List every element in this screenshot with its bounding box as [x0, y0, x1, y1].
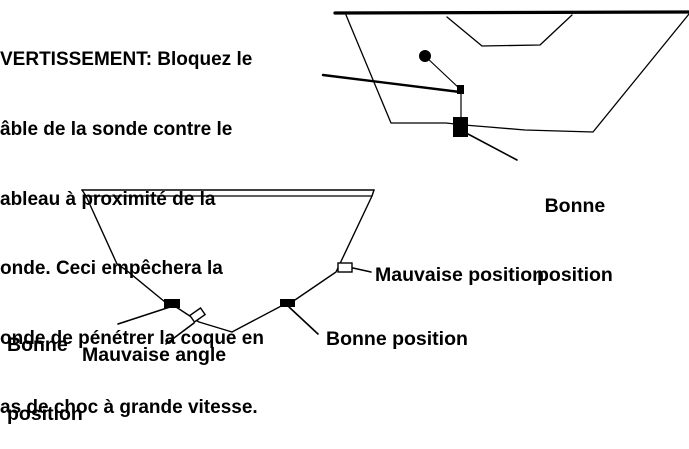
warning-line: ableau à proximité de la [0, 188, 216, 210]
transducer-cable [321, 73, 462, 94]
transducer-bad-position [337, 262, 353, 273]
right-good-position-label: Bonne position [326, 328, 468, 350]
transom-top-edge [333, 10, 689, 15]
transom-notch [446, 14, 573, 47]
cable-connector [457, 85, 464, 94]
label-line: position [7, 403, 83, 425]
cable-clamp-dot [419, 50, 431, 62]
hull-left-side [81, 189, 166, 303]
left-good-leader [117, 306, 171, 325]
warning-line: VERTISSEMENT: Bloquez le [0, 49, 253, 71]
bad-angle-leader [165, 322, 195, 345]
transducer-bad-angle [188, 307, 207, 323]
hull-diagrams [81, 10, 689, 345]
transducer-good-position [453, 117, 468, 137]
bad-position-leader [352, 267, 372, 273]
label-line: Bonne [544, 195, 606, 217]
hull-figure [81, 189, 375, 345]
bad-position-label: Mauvaise position [375, 264, 545, 286]
label-line: position [537, 264, 613, 286]
warning-line: onde de pénétrer la coque en [0, 327, 264, 349]
left-good-position-label: Bonne position [7, 288, 83, 449]
right-good-leader [288, 306, 319, 335]
transom-figure [321, 10, 689, 161]
hull-right-side [291, 189, 375, 303]
bad-angle-label: Mauvaise angle [82, 344, 227, 366]
transducer-right-good [280, 299, 295, 307]
cable-clamp-line [425, 56, 461, 90]
warning-line: onde. Ceci empêchera la [0, 258, 223, 280]
top-good-position-label: Bonne position [537, 149, 613, 310]
transom-outline [345, 13, 689, 133]
hull-bottom [172, 303, 286, 333]
top-leader-line [467, 133, 518, 161]
label-line: Bonne [7, 334, 68, 356]
transducer-left-good [164, 299, 180, 308]
warning-line: âble de la sonde contre le [0, 119, 233, 141]
